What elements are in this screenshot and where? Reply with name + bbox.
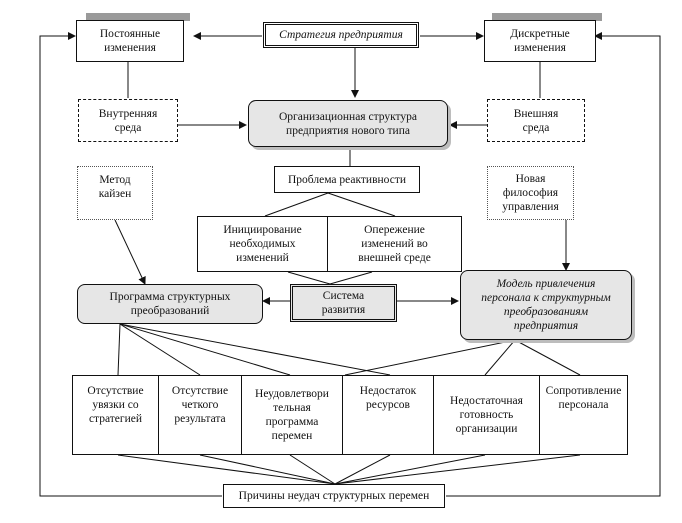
initiating-changes-box: Инициирование необходимых изменений	[197, 216, 328, 272]
reactivity-problem-box: Проблема реактивности	[274, 166, 420, 193]
kaizen-label: Метод кайзен	[98, 174, 132, 200]
strategy-label: Стратегия предприятия	[279, 29, 403, 41]
line-reason-to-causes	[334, 454, 391, 485]
anticipating-changes-box: Опережение изменений во внешней среде	[327, 216, 462, 272]
new-philosophy-box: Новая философия управления	[487, 166, 574, 220]
discrete-changes-label: Дискретные изменения	[510, 28, 570, 54]
line-reason-to-causes	[117, 454, 336, 485]
reason-staff-resistance-label: Сопротивление персонала	[545, 385, 622, 411]
reactivity-problem-label: Проблема реактивности	[287, 173, 406, 186]
internal-environment-box: Внутренняя среда	[78, 99, 178, 142]
reason-no-clear-result-label: Отсутствие четкого результата	[171, 385, 229, 425]
reason-lack-resources-label: Недостаток ресурсов	[359, 385, 417, 411]
arrow-right-feedback-loop	[446, 32, 661, 497]
hatch-shadow	[492, 13, 602, 21]
line-program-to-reason	[119, 323, 201, 376]
hatch-shadow	[86, 13, 190, 21]
reason-poor-program-box: Неудовлетвори тельная программа перемен	[241, 375, 343, 455]
line-program-to-reason	[119, 323, 391, 376]
new-philosophy-label: Новая философия управления	[502, 173, 559, 213]
reason-poor-program-label: Неудовлетвори тельная программа перемен	[255, 388, 329, 442]
line-reason-to-causes	[334, 454, 486, 485]
reason-lack-resources-box: Недостаток ресурсов	[342, 375, 434, 455]
anticipating-changes-label: Опережение изменений во внешней среде	[358, 224, 431, 264]
line-model-to-reason	[514, 339, 581, 376]
line-initiating-to-system	[287, 271, 331, 285]
restructuring-program-label: Программа структурных преобразований	[109, 291, 231, 317]
failure-causes-box: Причины неудач структурных перемен	[223, 484, 445, 508]
line-reason-to-causes	[334, 454, 581, 485]
internal-environment-label: Внутренняя среда	[98, 107, 158, 134]
reason-no-clear-result-box: Отсутствие четкого результата	[158, 375, 242, 455]
staff-model-box: Модель привлечения персонала к структурн…	[460, 270, 632, 340]
reason-staff-resistance-box: Сопротивление персонала	[539, 375, 628, 455]
strategy-box: Стратегия предприятия	[263, 22, 419, 48]
org-structure-box: Организационная структура предприятия но…	[248, 100, 448, 147]
line-program-to-reason	[119, 323, 291, 376]
failure-causes-label: Причины неудач структурных перемен	[238, 490, 430, 502]
line-model-to-reason	[344, 339, 516, 376]
permanent-changes-box: Постоянные изменения	[76, 20, 184, 62]
reason-low-readiness-label: Недостаточная готовность организации	[450, 395, 523, 435]
development-system-box: Система развития	[290, 284, 397, 322]
reason-no-strategy-link-box: Отсутствие увязки со стратегией	[72, 375, 159, 455]
line-reactivity-to-initiating	[264, 192, 329, 217]
external-environment-box: Внешняя среда	[487, 99, 585, 142]
arrow-left-feedback-loop	[39, 32, 222, 497]
reason-no-strategy-link-label: Отсутствие увязки со стратегией	[87, 385, 144, 425]
staff-model-label: Модель привлечения персонала к структурн…	[481, 278, 611, 332]
kaizen-box: Метод кайзен	[77, 166, 153, 220]
reason-low-readiness-box: Недостаточная готовность организации	[433, 375, 540, 455]
initiating-changes-label: Инициирование необходимых изменений	[223, 224, 302, 264]
org-structure-label: Организационная структура предприятия но…	[279, 110, 417, 137]
line-reason-to-causes	[199, 454, 336, 485]
line-anticipating-to-system	[329, 271, 373, 285]
development-system-label: Система развития	[321, 290, 366, 316]
line-program-to-reason	[117, 323, 121, 376]
arrow-kaizen-to-program	[114, 219, 146, 285]
line-reactivity-to-anticipating	[327, 192, 396, 217]
line-model-to-reason	[484, 339, 516, 376]
restructuring-program-box: Программа структурных преобразований	[77, 284, 263, 324]
external-environment-label: Внешняя среда	[513, 107, 559, 134]
permanent-changes-label: Постоянные изменения	[99, 28, 161, 54]
line-reason-to-causes	[289, 454, 336, 485]
discrete-changes-box: Дискретные изменения	[484, 20, 596, 62]
